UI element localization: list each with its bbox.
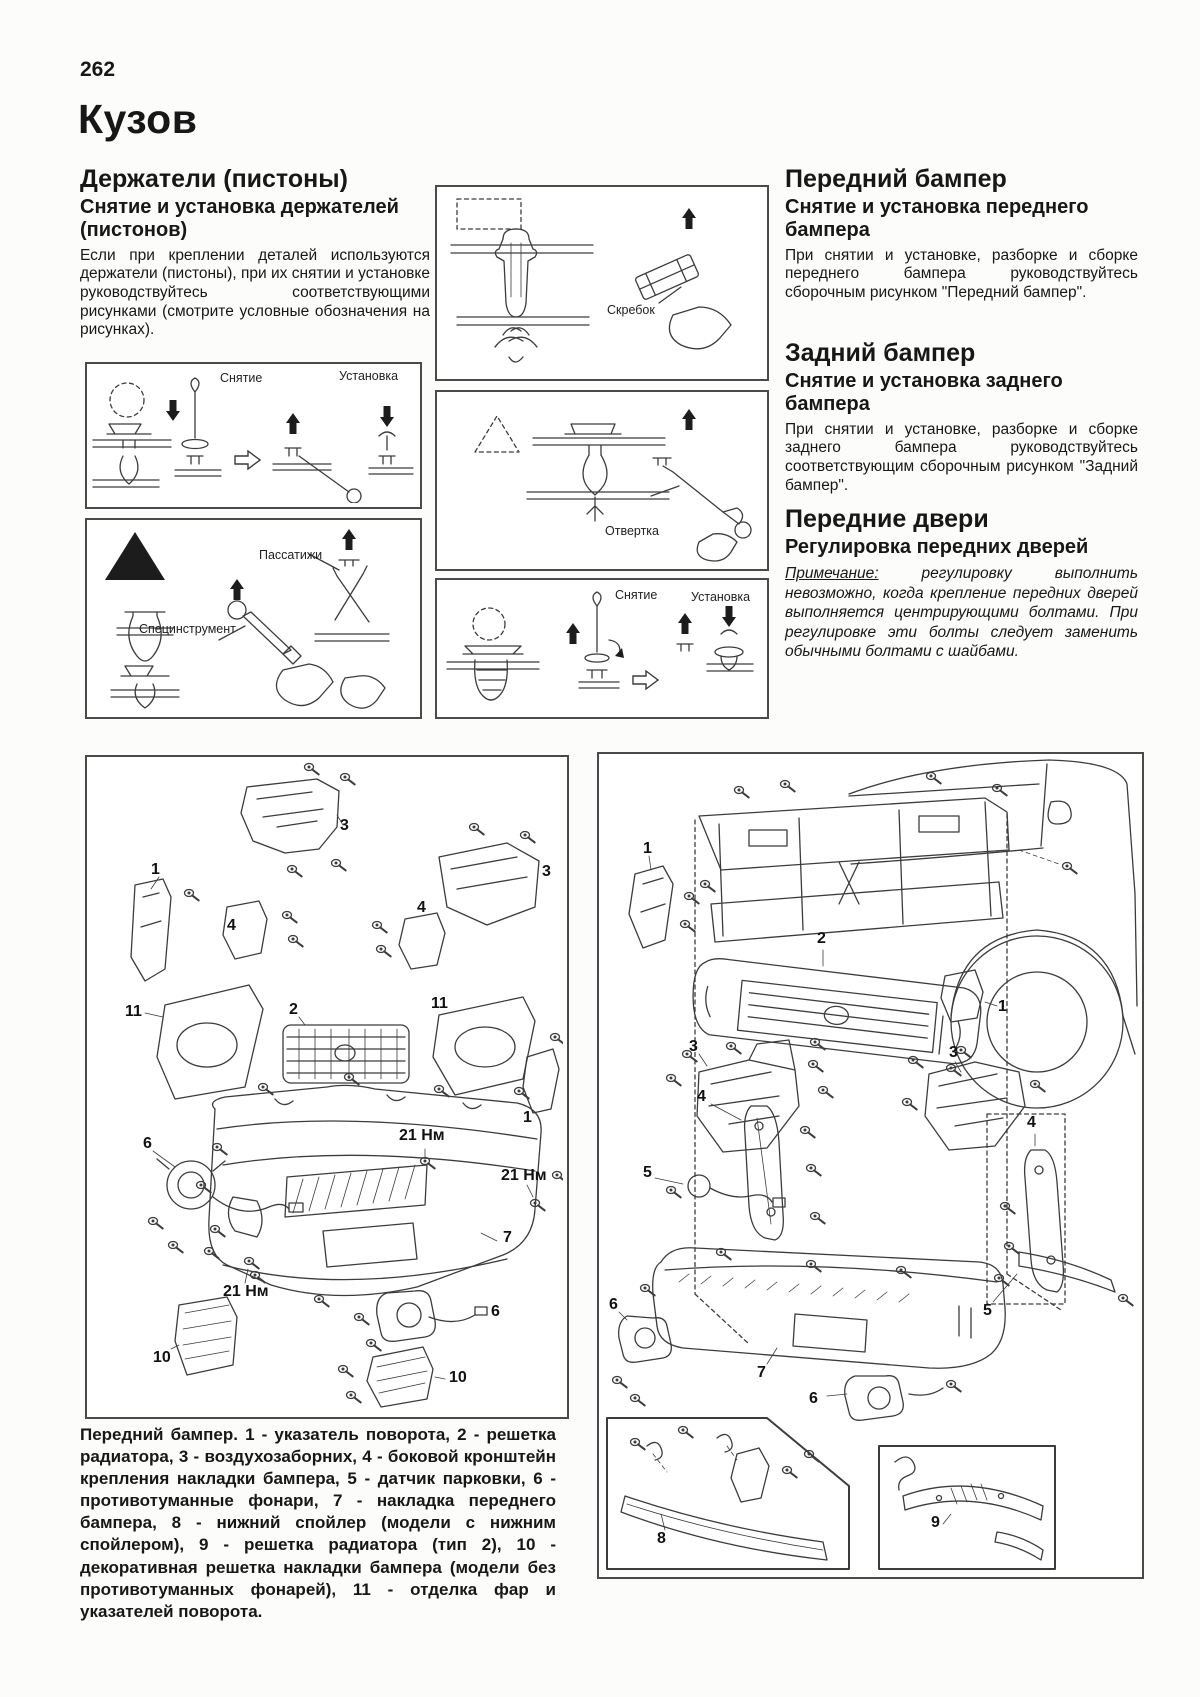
part-label: 3: [542, 863, 551, 880]
part-label: 3: [949, 1044, 958, 1061]
part-label: 21 Нм: [399, 1127, 445, 1144]
figure-label-install: Установка: [691, 590, 751, 604]
part-label: 7: [503, 1229, 512, 1246]
part-label: 10: [153, 1349, 171, 1366]
section-front-bumper: Передний бампер Снятие и установка перед…: [785, 166, 1138, 303]
section-holders: Держатели (пистоны) Снятие и установка д…: [80, 166, 430, 340]
part-label: 6: [143, 1135, 152, 1152]
front-bumper-exploded-diagram: 3 1 4 4 3 11 2 11 1 6 21 Нм 21 Нм 7 21 Н…: [85, 755, 569, 1419]
part-label: 6: [609, 1296, 618, 1313]
section-body: При снятии и установке, разборке и сборк…: [785, 246, 1138, 302]
figure-label-pliers: Пассатижи: [259, 548, 323, 562]
part-label: 4: [227, 917, 236, 934]
section-heading: Передний бампер: [785, 165, 1007, 193]
part-label: 10: [449, 1369, 467, 1386]
section-subheading: Снятие и установка заднего бампера: [785, 370, 1063, 416]
part-label: 6: [809, 1390, 818, 1407]
page-title: Кузов: [78, 96, 198, 142]
pliers-drawing: [105, 529, 390, 709]
figure-label-special-tool: Специнструмент: [139, 622, 236, 636]
section-note: Примечание: регулировку выполнить невозм…: [785, 564, 1138, 662]
figure-label-install: Установка: [339, 369, 399, 383]
part-label: 11: [125, 1003, 142, 1020]
scraper-drawing: [450, 198, 732, 363]
section-subheading: Снятие и установка переднего бампера: [785, 196, 1089, 242]
part-label: 3: [689, 1038, 698, 1055]
note-body: регулировку выполнить невозможно, когда …: [785, 565, 1138, 661]
page-number: 262: [80, 58, 116, 81]
section-body: Если при креплении деталей используются …: [80, 246, 430, 339]
figure-box-scraper: Скребок: [435, 185, 769, 381]
section-heading: Держатели (пистоны): [80, 165, 348, 193]
vehicle-view-drawing: [606, 759, 1138, 1570]
part-label: 4: [417, 899, 426, 916]
part-label: 6: [491, 1303, 500, 1320]
figure-box-screwdriver: Отвертка: [435, 390, 769, 571]
figure-box-screw-clip: Снятие Установка: [435, 578, 769, 719]
section-rear-bumper: Задний бампер Снятие и установка заднего…: [785, 340, 1138, 495]
part-label: 5: [643, 1164, 652, 1181]
part-label: 1: [643, 840, 652, 857]
figure-caption: Передний бампер. 1 - указатель поворота,…: [80, 1425, 556, 1621]
part-label: 1: [523, 1109, 532, 1126]
part-label: 11: [431, 995, 448, 1012]
part-label: 7: [757, 1364, 766, 1381]
part-label: 8: [657, 1530, 666, 1547]
section-heading: Передние двери: [785, 505, 989, 533]
part-label: 1: [151, 861, 160, 878]
part-label: 3: [340, 817, 349, 834]
section-front-doors: Передние двери Регулировка передних двер…: [785, 506, 1138, 662]
part-label: 2: [289, 1001, 298, 1018]
clip-removal-drawing: [92, 377, 414, 503]
section-heading: Задний бампер: [785, 339, 976, 367]
part-label: 21 Нм: [501, 1167, 547, 1184]
screwdriver-drawing: [474, 409, 752, 562]
part-label: 21 Нм: [223, 1283, 269, 1300]
part-label: 9: [931, 1514, 940, 1531]
figure-label-removal: Снятие: [615, 588, 658, 602]
section-subheading: Регулировка передних дверей: [785, 536, 1089, 559]
figure-box-pliers-special-tool: Пассатижи Специнструмент: [85, 518, 422, 719]
part-label: 5: [983, 1302, 992, 1319]
figure-label-scraper: Скребок: [607, 303, 655, 317]
screw-clip-drawing: [446, 591, 754, 701]
front-bumper-vehicle-diagram: 1 2 1 3 3 4 4 5 5 6 7 6 8 9: [597, 752, 1144, 1579]
figure-label-removal: Снятие: [220, 371, 263, 385]
figure-label-screwdriver: Отвертка: [605, 524, 659, 538]
part-label: 1: [998, 998, 1007, 1015]
section-subheading: Снятие и установка держателей (пистонов): [80, 196, 399, 242]
exploded-view-drawing: [130, 762, 563, 1408]
part-label: 4: [1027, 1114, 1036, 1131]
section-body: При снятии и установке, разборке и сборк…: [785, 420, 1138, 494]
note-label: Примечание:: [785, 565, 879, 583]
part-label: 2: [817, 930, 826, 947]
figure-box-clip-removal-install: Снятие Установка: [85, 362, 422, 509]
part-label: 4: [697, 1088, 706, 1105]
